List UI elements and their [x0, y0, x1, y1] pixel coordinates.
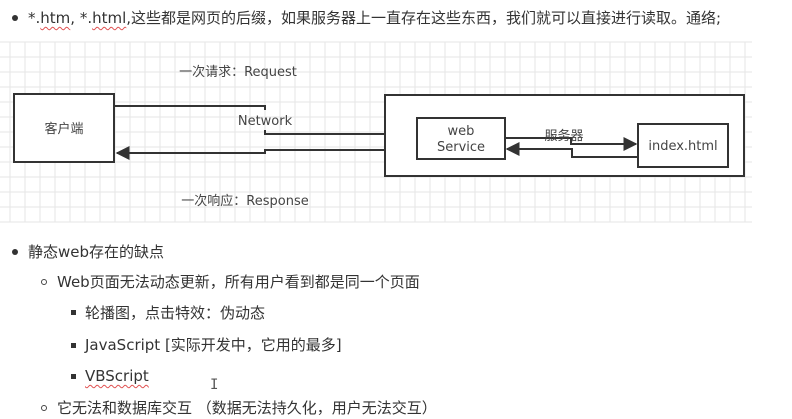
spellcheck-word[interactable]: htm	[40, 9, 71, 27]
list-item: Web页面无法动态更新，所有用户看到都是同一个页面	[57, 273, 420, 291]
bullet-circle	[41, 405, 47, 411]
text-fragment: *.	[28, 9, 41, 27]
bullet-circle	[41, 279, 47, 285]
bullet-square	[71, 310, 76, 315]
grid-background	[0, 41, 752, 223]
text-cursor-icon: I	[210, 377, 219, 393]
server-forward-arrow	[505, 137, 638, 151]
section-title: 静态web存在的缺点	[28, 243, 165, 261]
sub-list-item: 轮播图，点击特效：伪动态	[85, 304, 266, 322]
response-label: 一次响应：Response	[181, 193, 308, 209]
request-arrow	[114, 105, 266, 110]
network-label: Network	[238, 114, 293, 129]
server-return-arrow	[505, 142, 638, 158]
bullet-square	[71, 374, 76, 379]
request-response-diagram: 客户端 一次请求：Request Network 一次响应：Response w…	[0, 41, 752, 223]
intro-text[interactable]: *.htm, *.html,这些都是网页的后缀，如果服务器上一直存在这些东西，我…	[28, 8, 721, 28]
bullet-square	[71, 343, 76, 348]
request-label: 一次请求：Request	[179, 64, 297, 80]
bullet-disc	[12, 249, 18, 255]
index-html-label: index.html	[648, 139, 717, 154]
bullet-disc	[12, 15, 18, 21]
web-service-label-line1: web	[448, 124, 475, 139]
response-arrow	[115, 146, 417, 160]
client-label: 客户端	[44, 121, 83, 137]
text-fragment: , *.	[70, 9, 93, 27]
spellcheck-word[interactable]: VBScript	[85, 367, 149, 385]
sub-list-item: VBScript	[85, 366, 149, 386]
server-label: 服务器	[544, 128, 583, 144]
text-fragment: ,这些都是网页的后缀，如果服务器上一直存在这些东西，我们就可以直接进行读取。通络…	[126, 9, 722, 27]
request-arrow-continued	[264, 127, 417, 141]
spellcheck-word[interactable]: html	[92, 9, 127, 27]
client-box	[13, 93, 115, 163]
list-item: 它无法和数据库交互 （数据无法持久化，用户无法交互）	[57, 399, 437, 417]
sub-list-item: JavaScript [实际开发中，它用的最多]	[85, 336, 342, 354]
web-service-label-line2: Service	[437, 140, 485, 155]
index-html-box	[637, 123, 729, 168]
